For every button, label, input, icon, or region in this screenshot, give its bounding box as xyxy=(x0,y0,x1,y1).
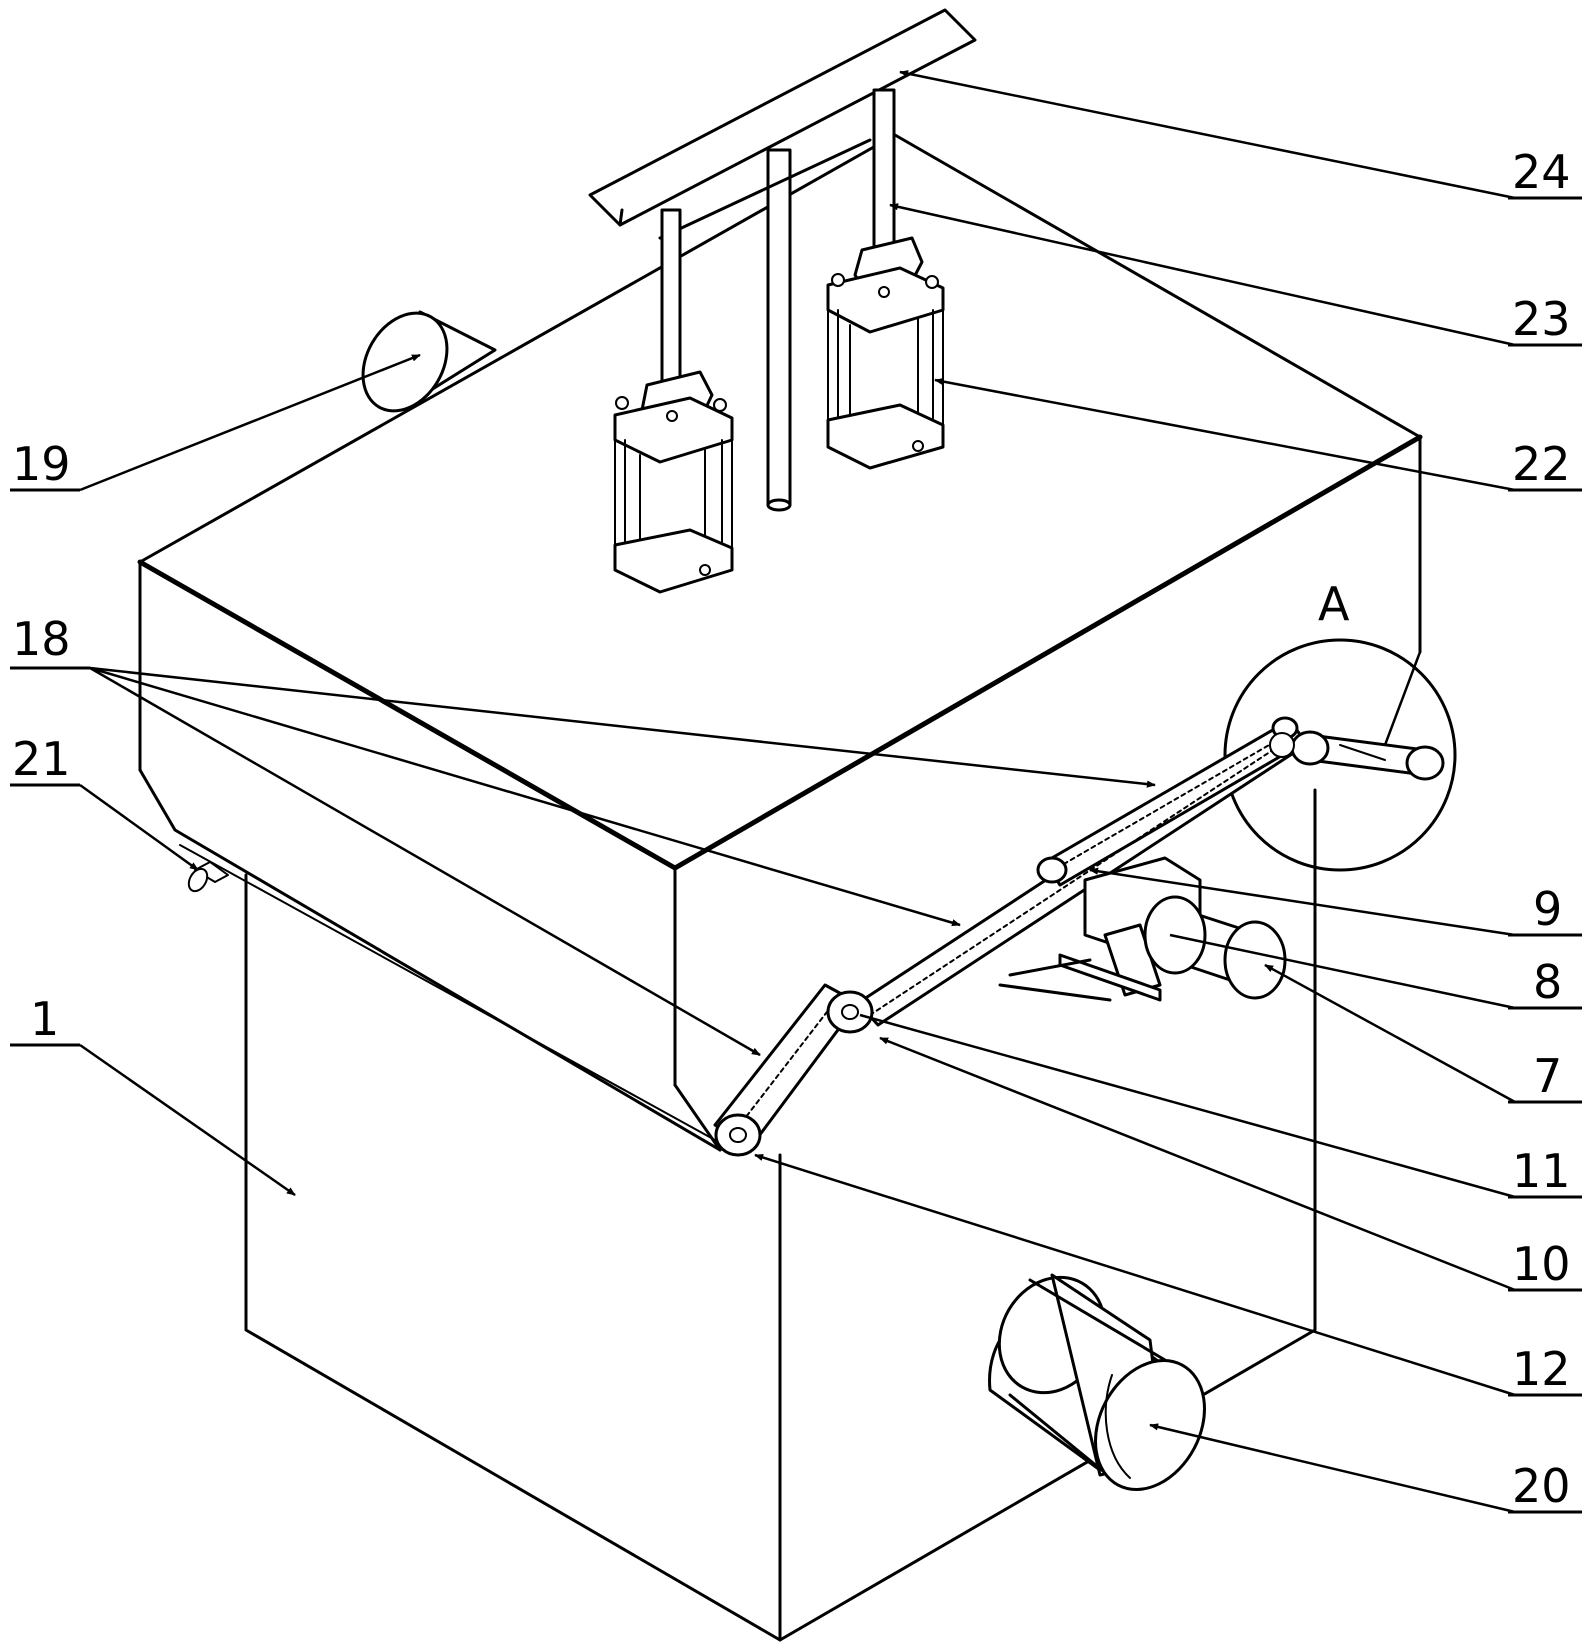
leader-18b xyxy=(89,666,961,927)
callout-underlines xyxy=(10,196,1582,1514)
top-plate-24 xyxy=(588,8,977,227)
leader-8 xyxy=(1169,933,1516,1010)
leader-lines xyxy=(79,70,1516,1514)
callout-11: 11 xyxy=(1512,1144,1571,1198)
callout-19: 19 xyxy=(12,437,71,491)
drain-pipe-21 xyxy=(187,861,229,893)
center-rod xyxy=(766,148,792,512)
callout-22: 22 xyxy=(1512,437,1571,491)
leader-23 xyxy=(889,203,1516,347)
callout-23: 23 xyxy=(1512,292,1571,346)
detail-circle-a xyxy=(1223,638,1457,872)
lower-tank xyxy=(244,788,1317,1642)
outlet-pipe-20 xyxy=(988,1273,1206,1491)
leader-21 xyxy=(79,783,199,872)
leader-9 xyxy=(1089,867,1516,937)
leader-18c xyxy=(89,666,761,1057)
leader-10 xyxy=(879,1036,1516,1292)
leader-18a xyxy=(89,666,1156,788)
callout-7: 7 xyxy=(1533,1049,1562,1103)
callout-10: 10 xyxy=(1512,1237,1571,1291)
callout-8: 8 xyxy=(1533,955,1562,1009)
rear-brace xyxy=(658,138,872,240)
callout-18: 18 xyxy=(12,612,71,666)
cylinder-left xyxy=(613,208,734,594)
detail-label-a: A xyxy=(1318,577,1350,631)
leader-detail-a xyxy=(1383,651,1422,746)
callout-labels: 24 23 22 19 18 21 1 9 8 7 11 10 12 20 A xyxy=(12,145,1571,1513)
leader-12 xyxy=(754,1153,1516,1397)
leader-24 xyxy=(899,70,1516,200)
chain-short xyxy=(713,983,874,1157)
leader-11 xyxy=(859,1013,1516,1199)
cylinder-right xyxy=(826,88,945,470)
callout-20: 20 xyxy=(1512,1459,1571,1513)
callout-12: 12 xyxy=(1512,1342,1571,1396)
callout-1: 1 xyxy=(30,992,59,1046)
leader-20 xyxy=(1149,1423,1516,1514)
leader-22 xyxy=(934,377,1516,492)
detail-a-mechanism xyxy=(1269,730,1445,781)
leader-1 xyxy=(79,1043,296,1197)
callout-24: 24 xyxy=(1512,145,1571,199)
callout-21: 21 xyxy=(12,732,71,786)
leader-19 xyxy=(79,353,421,492)
callout-9: 9 xyxy=(1533,882,1562,936)
leader-7 xyxy=(1264,963,1516,1104)
